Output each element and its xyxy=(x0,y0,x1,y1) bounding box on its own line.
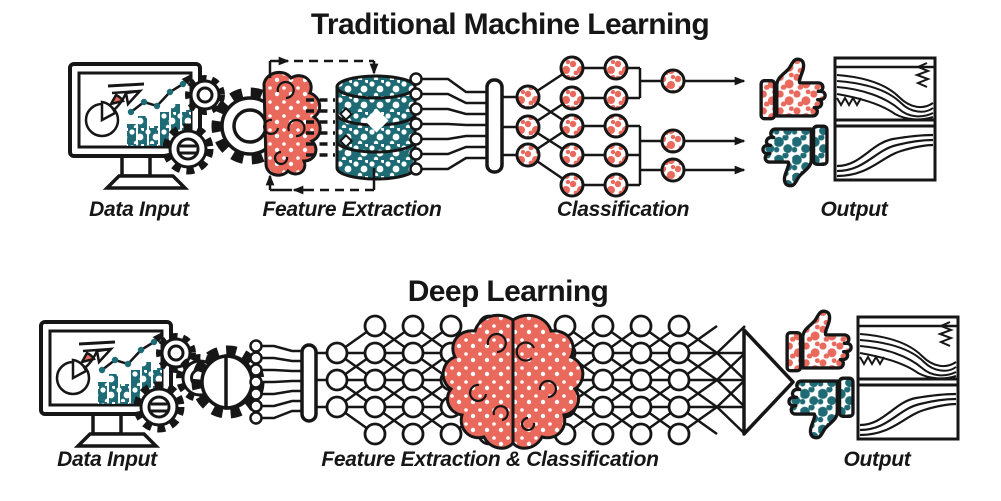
gear-wire-connectors xyxy=(249,339,302,425)
row1-stage-output: Output xyxy=(820,198,888,221)
database-icon xyxy=(335,74,417,181)
row1-stage-feature-extraction: Feature Extraction xyxy=(262,198,442,221)
brain-icon xyxy=(441,313,585,450)
row2-stage-data-input: Data Input xyxy=(57,448,157,471)
row1-stage-classification: Classification xyxy=(556,198,690,221)
row2-stage-output: Output xyxy=(843,448,911,471)
thumbs-down-icon-deep xyxy=(787,376,855,440)
brain-database-links xyxy=(306,98,335,157)
gear-input-icon xyxy=(176,339,318,425)
data-input-icon-deep xyxy=(41,322,192,446)
thumbs-up-icon xyxy=(759,57,827,121)
thumbs-up-icon-deep xyxy=(785,309,853,373)
data-input-icon xyxy=(68,62,225,190)
settings-gear-icon xyxy=(162,123,214,175)
trend-line-icon xyxy=(127,73,193,116)
signal-bus-bar xyxy=(485,78,504,174)
signal-bus-bar-deep xyxy=(300,343,318,423)
row1-title: Traditional Machine Learning xyxy=(310,8,710,41)
classification-network-icon xyxy=(502,55,746,198)
half-brain-icon xyxy=(262,70,322,177)
row2-title: Deep Learning xyxy=(407,275,609,308)
row1-stage-data-input: Data Input xyxy=(89,198,189,221)
feedback-loop-arrows xyxy=(265,56,379,195)
flag-annotation-icon xyxy=(107,82,145,111)
database-wire-connectors xyxy=(409,72,487,176)
thumbs-down-icon xyxy=(761,124,829,188)
flow-arrow-icon xyxy=(742,328,795,436)
feature-extraction-icon xyxy=(211,56,504,195)
small-gear-icon xyxy=(185,75,225,115)
row2-stage-feature-extraction-classification: Feature Extraction & Classification xyxy=(321,448,659,471)
